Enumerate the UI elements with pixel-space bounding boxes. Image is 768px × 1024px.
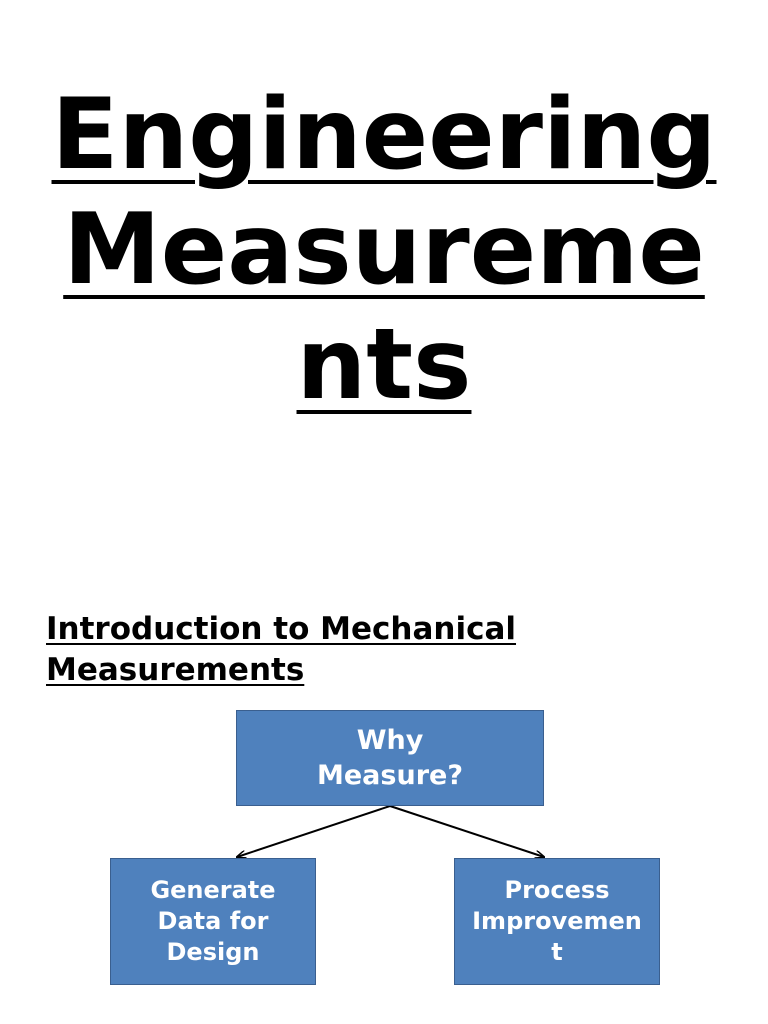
box-line: Measure? — [317, 760, 463, 791]
diagram-box-process-improvement: Process Improvemen t — [454, 858, 660, 985]
box-text: Generate Data for Design — [150, 875, 275, 968]
box-line: Design — [166, 938, 260, 966]
box-text: Process Improvemen t — [472, 875, 642, 968]
box-line: Why — [356, 725, 424, 756]
slide-subtitle: Introduction to Mechanical Measurements — [46, 611, 517, 688]
title-line-2: Measureme — [63, 193, 705, 307]
connector-root-to-left — [237, 805, 391, 857]
box-text: Why Measure? — [317, 723, 463, 793]
box-line: Improvemen — [472, 907, 642, 935]
title-line-3: nts — [296, 308, 472, 422]
diagram-box-generate-data: Generate Data for Design — [110, 858, 316, 985]
diagram-box-why-measure: Why Measure? — [236, 710, 544, 806]
box-line: Generate — [150, 876, 276, 904]
title-line-1: Engineering — [51, 78, 717, 192]
connector-root-to-right — [389, 805, 544, 857]
box-line: t — [551, 938, 563, 966]
box-line: Process — [504, 876, 610, 904]
box-line: Data for — [157, 907, 269, 935]
slide-title: Engineering Measureme nts — [0, 78, 768, 423]
